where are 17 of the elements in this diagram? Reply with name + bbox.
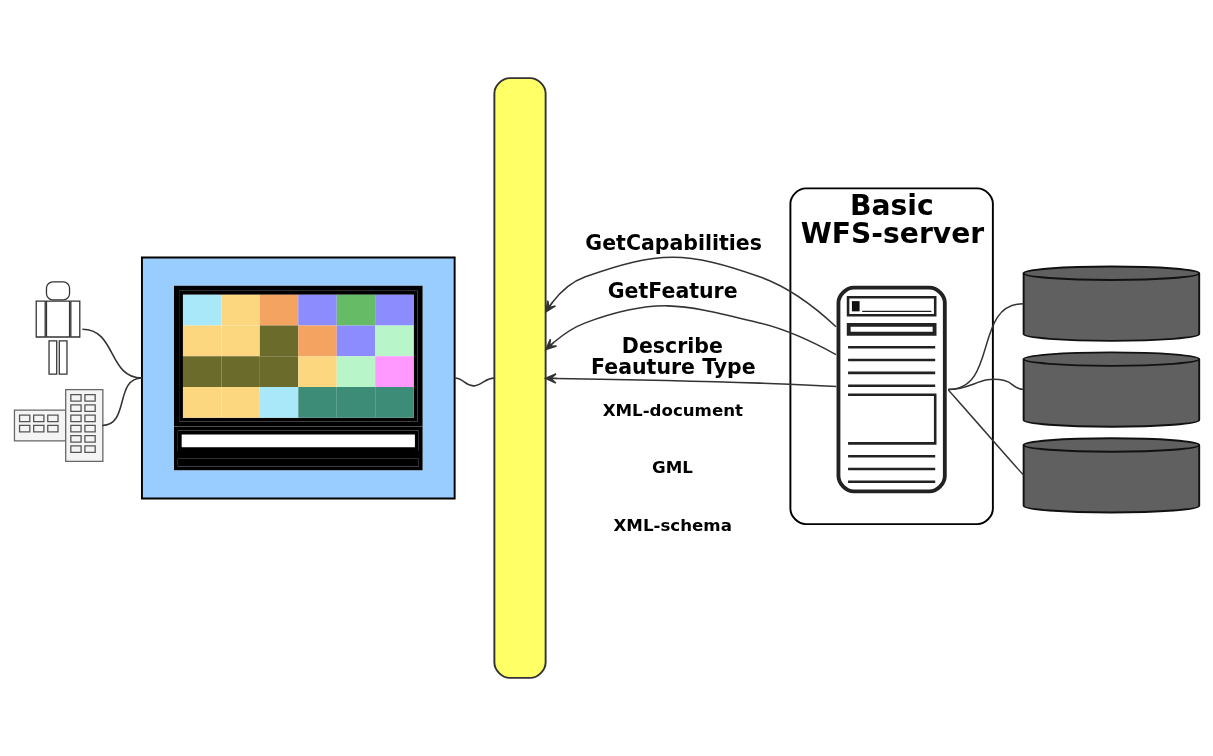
connector xyxy=(453,377,496,387)
arrow xyxy=(545,256,837,328)
arrow xyxy=(544,373,838,388)
connector xyxy=(101,377,143,427)
label: XML-schema xyxy=(613,516,732,536)
connector xyxy=(947,388,1025,477)
connector xyxy=(947,378,1025,391)
edge-label: GetFeature xyxy=(607,279,738,304)
cluster: Basic WFS-server xyxy=(789,187,994,526)
label: XML-document xyxy=(602,400,744,420)
edge-label: Describe Feauture Type xyxy=(591,334,756,379)
node-bar xyxy=(493,77,547,679)
connector xyxy=(947,302,1025,391)
edge-label: GetCapabilities xyxy=(585,230,762,255)
label: GML xyxy=(651,458,693,478)
node-picture xyxy=(141,256,456,500)
arrow xyxy=(545,305,837,356)
